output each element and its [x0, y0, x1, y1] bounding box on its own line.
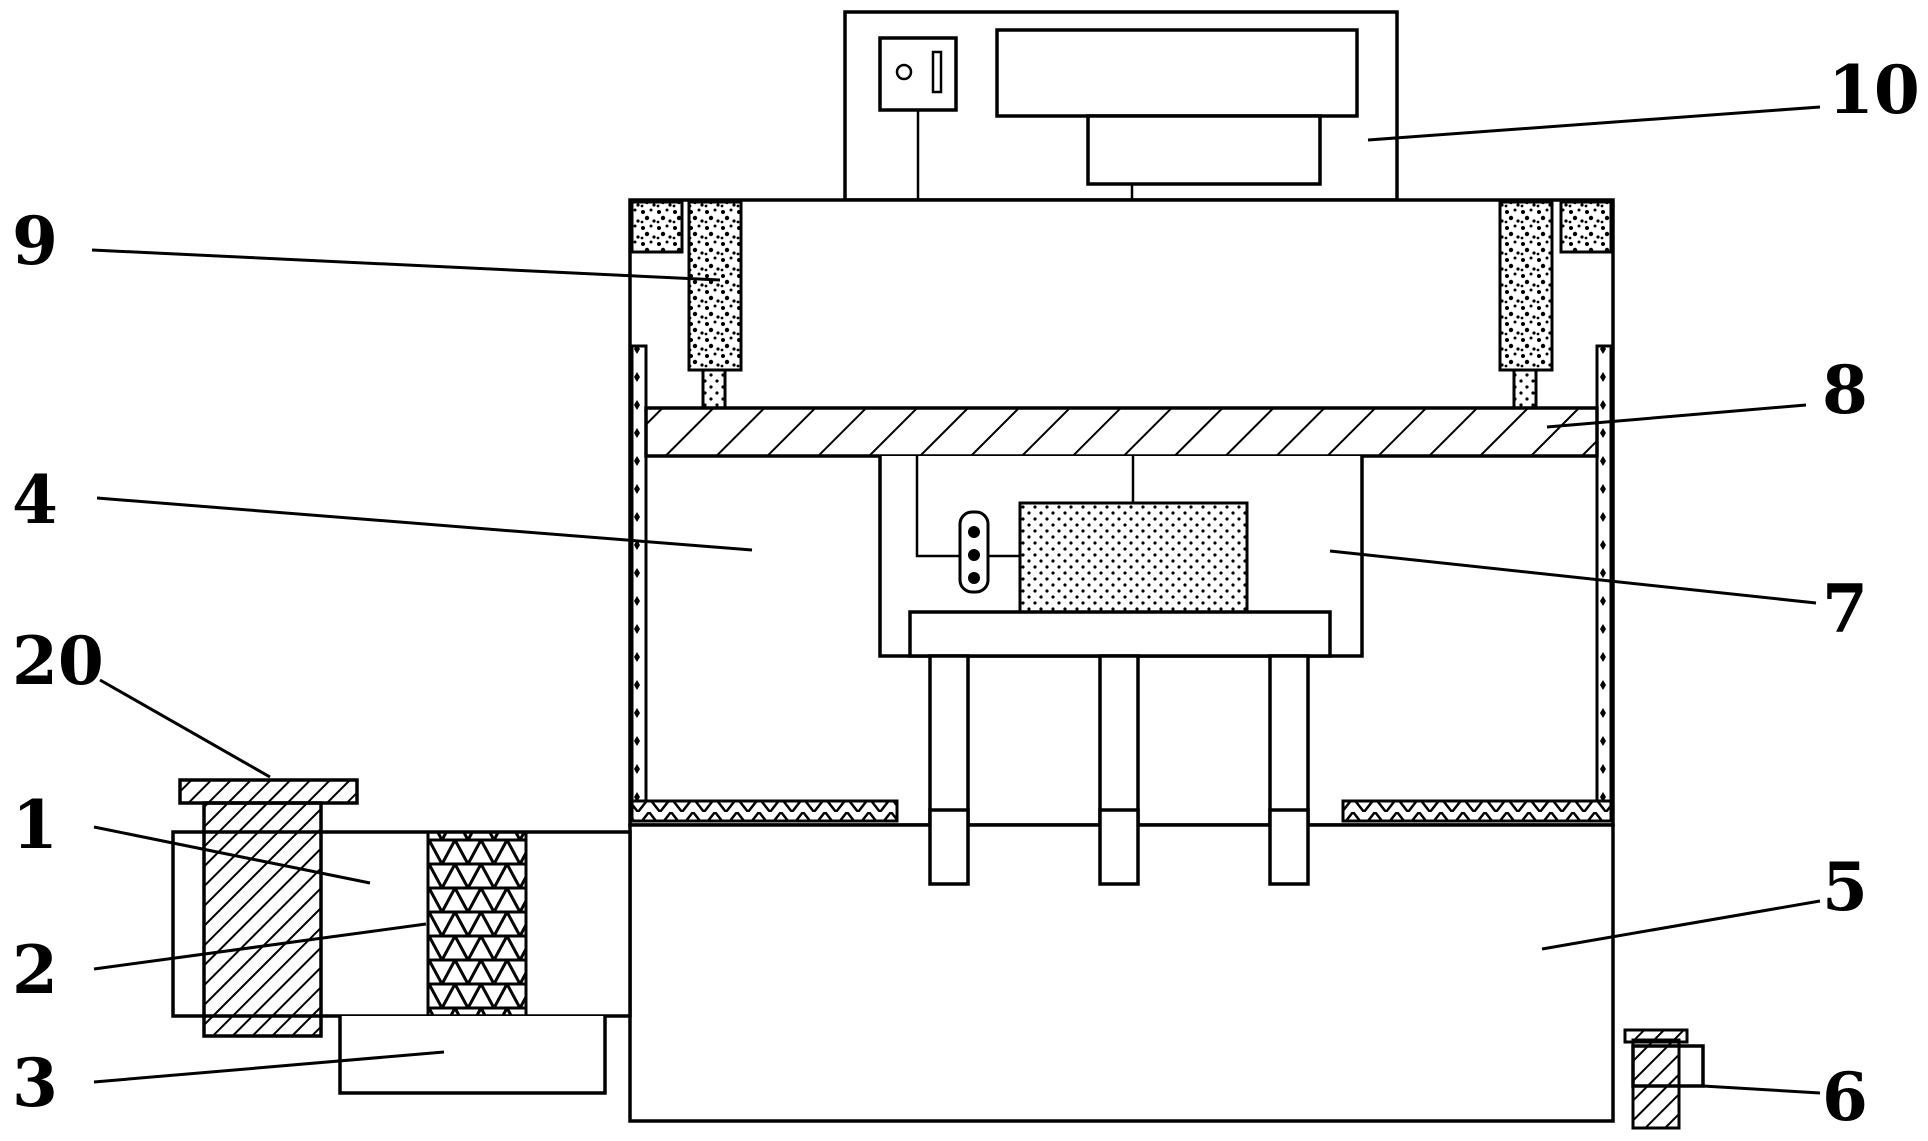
- callout-9: 9: [12, 202, 58, 280]
- callout-10: 10: [1828, 51, 1920, 129]
- cylinder-left: [687, 200, 743, 410]
- control-box: [843, 10, 1399, 202]
- callout-6: 6: [1822, 1058, 1868, 1136]
- side-wall-liners: [630, 344, 1613, 803]
- lower-tank: [628, 799, 1615, 1123]
- callout-1: 1: [12, 786, 58, 864]
- inner-hood: [878, 456, 1364, 886]
- callout-3: 3: [12, 1044, 58, 1122]
- callout-2: 2: [12, 931, 58, 1009]
- inlet-assembly: [171, 778, 632, 1095]
- callout-20: 20: [12, 622, 104, 700]
- leader-lines: [91, 105, 1821, 1095]
- callout-4: 4: [12, 461, 58, 539]
- cylinder-right: [1498, 200, 1554, 410]
- callout-8: 8: [1822, 351, 1868, 429]
- press-plate: [644, 406, 1599, 458]
- callout-5: 5: [1822, 848, 1868, 926]
- callout-7: 7: [1822, 570, 1868, 648]
- drain-valve: [1623, 1028, 1705, 1130]
